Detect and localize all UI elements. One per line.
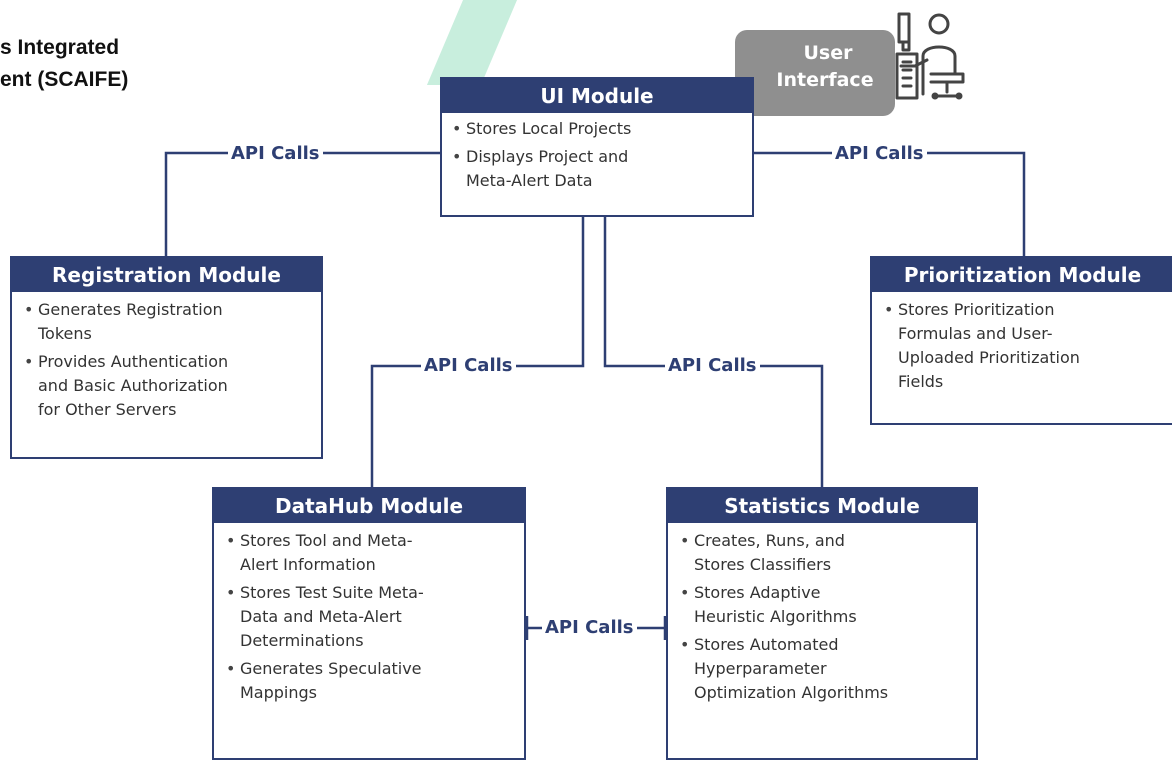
list-item: Stores Prioritization Formulas and User-… [884, 298, 1165, 394]
person-at-computer-icon [895, 12, 965, 100]
datahub-module: DataHub Module Stores Tool and Meta- Ale… [212, 487, 526, 760]
statistics-module: Statistics Module Creates, Runs, and Sto… [666, 487, 978, 760]
registration-module-list: Generates Registration Tokens Provides A… [12, 292, 321, 432]
list-item: Stores Tool and Meta- Alert Information [226, 529, 516, 577]
api-calls-label-statistics: API Calls [665, 355, 760, 377]
list-item: Creates, Runs, and Stores Classifiers [680, 529, 968, 577]
page-title: s Integrated ent (SCAIFE) [0, 32, 128, 96]
datahub-module-title: DataHub Module [214, 489, 524, 523]
connector-ui-datahub [370, 217, 585, 487]
registration-module-title: Registration Module [12, 258, 321, 292]
title-line-1: s Integrated [0, 36, 120, 59]
prioritization-module: Prioritization Module Stores Prioritizat… [870, 256, 1172, 425]
statistics-module-title: Statistics Module [668, 489, 976, 523]
user-interface-line-2: Interface [776, 69, 874, 91]
list-item: Stores Test Suite Meta- Data and Meta-Al… [226, 581, 516, 653]
api-calls-label-prioritization: API Calls [832, 143, 927, 165]
user-interface-line-1: User [803, 42, 853, 64]
statistics-module-list: Creates, Runs, and Stores Classifiers St… [668, 523, 976, 715]
api-calls-label-datahub-statistics: API Calls [542, 617, 637, 639]
list-item: Stores Local Projects [452, 117, 744, 141]
list-item: Generates Registration Tokens [24, 298, 313, 346]
datahub-module-list: Stores Tool and Meta- Alert Information … [214, 523, 524, 715]
registration-module: Registration Module Generates Registrati… [10, 256, 323, 459]
user-interface-tag: User Interface [735, 30, 895, 116]
list-item: Generates Speculative Mappings [226, 657, 516, 705]
connector-ui-statistics [603, 217, 824, 487]
api-calls-label-datahub: API Calls [421, 355, 516, 377]
ui-module-title: UI Module [442, 79, 752, 113]
list-item: Stores Automated Hyperparameter Optimiza… [680, 633, 968, 705]
connector-ui-registration [164, 151, 440, 256]
prioritization-module-list: Stores Prioritization Formulas and User-… [872, 292, 1172, 404]
list-item: Stores Adaptive Heuristic Algorithms [680, 581, 968, 629]
prioritization-module-title: Prioritization Module [872, 258, 1172, 292]
title-line-2: ent (SCAIFE) [0, 68, 129, 91]
api-calls-label-registration: API Calls [228, 143, 323, 165]
ui-module-list: Stores Local Projects Displays Project a… [442, 113, 752, 203]
connector-ui-prioritization [754, 151, 1026, 256]
ui-module: UI Module Stores Local Projects Displays… [440, 77, 754, 217]
list-item: Displays Project and Meta-Alert Data [452, 145, 744, 193]
list-item: Provides Authentication and Basic Author… [24, 350, 313, 422]
